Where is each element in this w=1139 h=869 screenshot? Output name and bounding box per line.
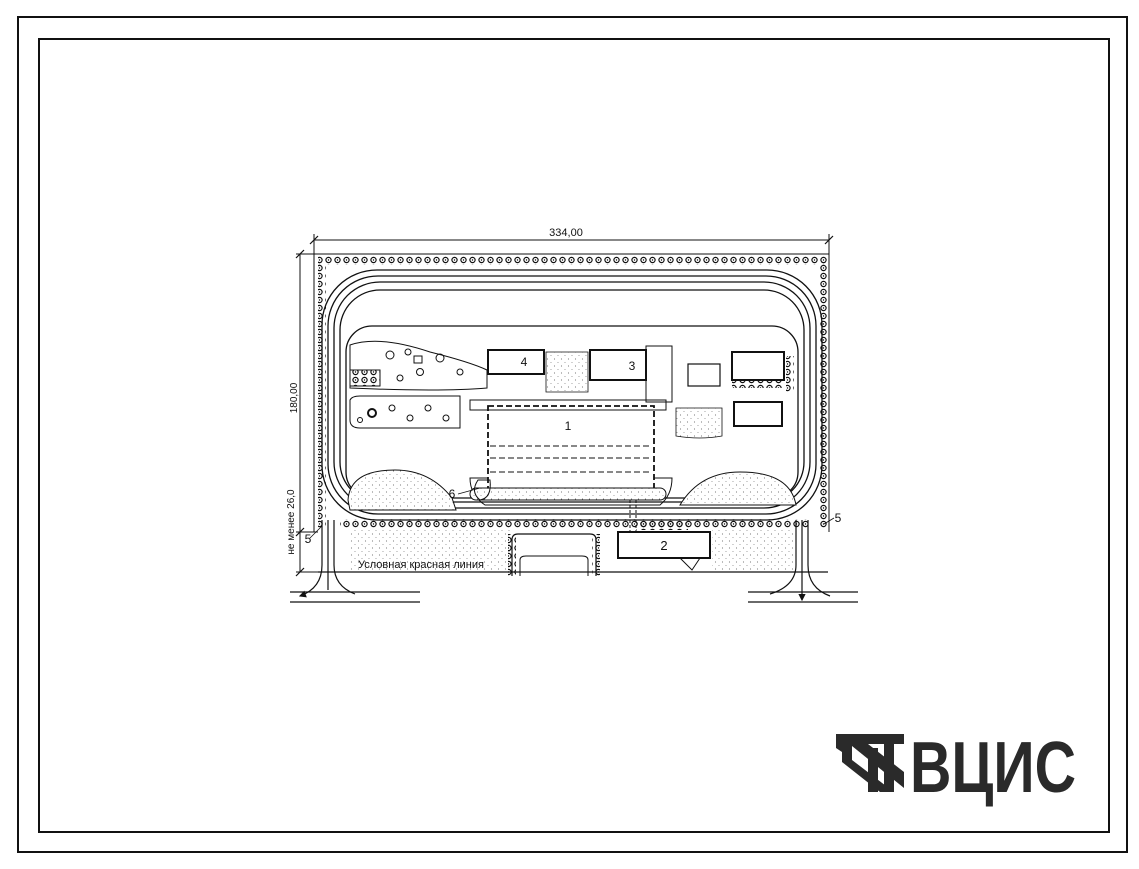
lower-green-zones xyxy=(347,469,797,511)
stacked-chevron-logo-icon xyxy=(836,734,904,792)
callout-3: 3 xyxy=(629,359,636,373)
front-zone xyxy=(318,500,828,576)
right-utility-blocks xyxy=(675,351,794,439)
item-6: 6 xyxy=(449,479,491,501)
setback-dimension: не менее 26,0 xyxy=(286,489,318,577)
callout-5-right: 5 xyxy=(835,511,842,525)
width-dim-label: 334,00 xyxy=(549,227,583,239)
callout-5-left: 5 xyxy=(305,532,312,546)
left-garden xyxy=(349,340,488,429)
site-plan: 334,00 180,00 не менее 26,0 xyxy=(286,227,858,603)
inner-frame xyxy=(38,38,1110,833)
callout-4: 4 xyxy=(521,355,528,369)
checkpoint-building: 2 xyxy=(617,531,711,571)
callout-5-right-group: 5 xyxy=(823,511,842,525)
building-3: 3 xyxy=(589,345,673,403)
building-4: 4 xyxy=(487,349,545,375)
logo: ВЦИС xyxy=(836,728,1076,808)
main-building: 1 xyxy=(469,399,667,501)
logo-text: ВЦИС xyxy=(910,728,1076,808)
courtyard-planting xyxy=(545,351,589,393)
red-line-label: Условная красная линия xyxy=(358,559,484,571)
callout-5-left-group: 5 xyxy=(305,525,323,546)
callout-2: 2 xyxy=(660,538,667,553)
right-road-entrance xyxy=(748,520,858,603)
setback-dim-label: не менее 26,0 xyxy=(286,489,297,555)
callout-6: 6 xyxy=(449,487,456,501)
callout-1: 1 xyxy=(565,419,572,433)
height-dim-label: 180,00 xyxy=(289,382,300,413)
outer-frame xyxy=(17,16,1128,853)
left-road-entrance xyxy=(290,520,420,603)
